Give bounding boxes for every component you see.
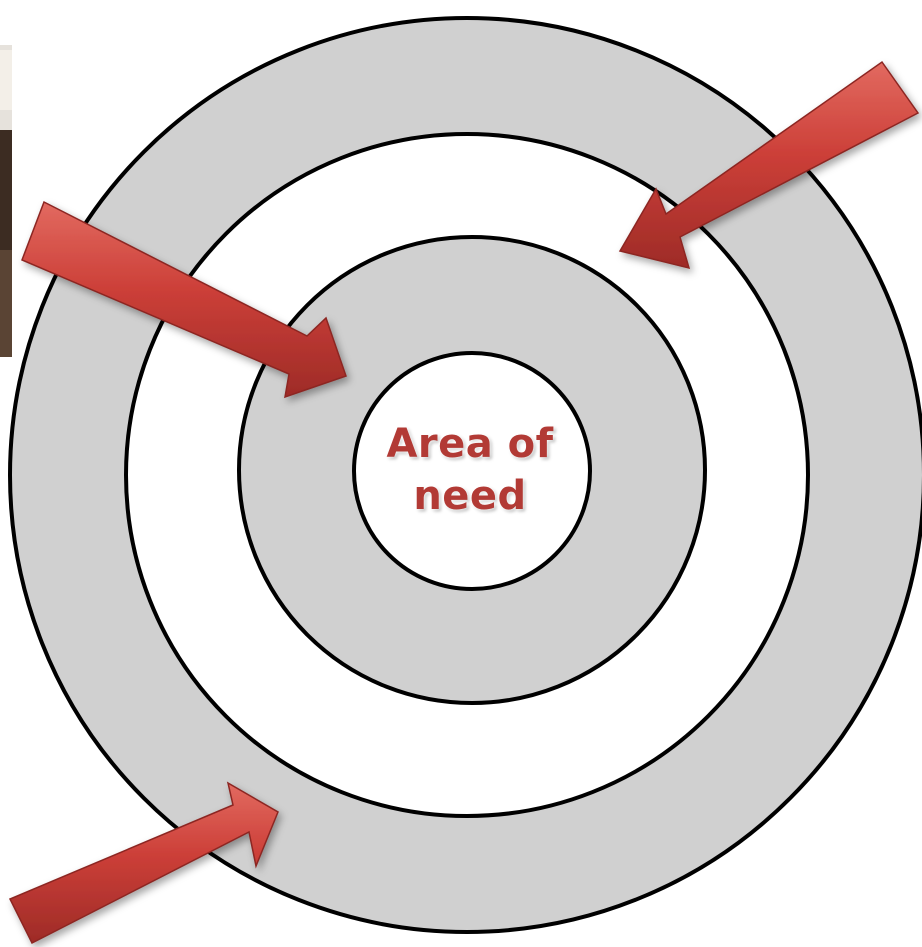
center-label-line1: Area of: [360, 418, 580, 470]
photo-fragment: [0, 45, 12, 357]
center-label: Area of need: [360, 418, 580, 522]
center-label-line2: need: [360, 470, 580, 522]
